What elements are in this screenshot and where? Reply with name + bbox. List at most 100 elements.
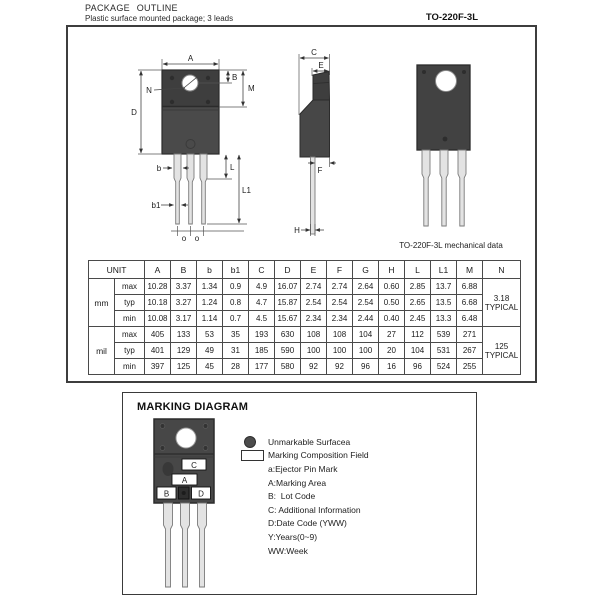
front-body-mold [162, 107, 219, 154]
dim-label-c: C [311, 48, 317, 57]
value-cell: 100 [300, 342, 327, 359]
legend-item-label: a:Ejector Pin Mark [268, 463, 338, 474]
value-cell: 104 [352, 326, 379, 343]
lead [197, 502, 207, 588]
value-cell: 16 [378, 358, 405, 375]
mold-circle [185, 139, 196, 149]
legend-item-label: Marking Composition Field [268, 450, 369, 461]
value-cell: 92 [326, 358, 353, 375]
value-cell: 0.50 [378, 294, 405, 311]
value-cell: 1.14 [196, 310, 223, 327]
pin-dot [205, 99, 211, 105]
value-cell: 0.40 [378, 310, 405, 327]
value-cell: 524 [430, 358, 457, 375]
pin-dot [462, 70, 466, 74]
value-cell: 13.7 [430, 278, 457, 295]
marking-field-b [156, 486, 177, 500]
value-cell: 27 [378, 326, 405, 343]
page-subtitle: Plastic surface mounted package; 3 leads [85, 14, 234, 23]
limit-cell: max [114, 278, 145, 295]
side-view: C E F H [294, 48, 336, 236]
value-cell: 100 [352, 342, 379, 359]
value-cell: 108 [326, 326, 353, 343]
value-cell: 10.18 [144, 294, 171, 311]
lead [199, 153, 208, 225]
limit-cell: max [114, 326, 145, 343]
mounting-hole [435, 70, 457, 92]
value-cell: 177 [248, 358, 275, 375]
value-cell: 580 [274, 358, 301, 375]
legend-item-label: B: Lot Code [268, 491, 316, 502]
value-cell: 539 [430, 326, 457, 343]
unit-header: UNIT [88, 260, 145, 279]
value-cell: 3.27 [170, 294, 197, 311]
value-cell: 3.37 [170, 278, 197, 295]
value-cell: 6.48 [456, 310, 483, 327]
value-cell: 2.45 [404, 310, 431, 327]
legend-item-label: C: Additional Information [268, 504, 361, 515]
limit-cell: min [114, 358, 145, 375]
marking-package-drawing: C A B D [153, 418, 215, 588]
mounting-hole [175, 427, 197, 449]
value-cell: 10.28 [144, 278, 171, 295]
pin-dot [422, 70, 426, 74]
value-cell: 0.60 [378, 278, 405, 295]
legend-item: C: Additional Information [241, 503, 369, 517]
column-header: C [248, 260, 275, 279]
legend-item-label: WW:Week [268, 545, 308, 556]
side-body [299, 99, 330, 158]
value-cell: 35 [222, 326, 249, 343]
column-header: M [456, 260, 483, 279]
value-cell: 2.54 [300, 294, 327, 311]
value-cell: 531 [430, 342, 457, 359]
value-cell: 15.87 [274, 294, 301, 311]
lead [186, 153, 195, 225]
value-cell: 100 [326, 342, 353, 359]
marking-diagram-title: MARKING DIAGRAM [137, 401, 249, 413]
value-cell: 4.9 [248, 278, 275, 295]
value-cell: 0.7 [222, 310, 249, 327]
value-cell: 96 [352, 358, 379, 375]
dim-label-b1: b1 [152, 201, 161, 210]
value-cell: 271 [456, 326, 483, 343]
value-cell: 6.88 [456, 278, 483, 295]
value-cell: 28 [222, 358, 249, 375]
value-cell: 20 [378, 342, 405, 359]
dim-label-l: L [230, 163, 235, 172]
value-cell: 125 [170, 358, 197, 375]
marking-field-b-label: B [164, 490, 169, 499]
marking-diagram-section: MARKING DIAGRAM C A B D Unmarkab [122, 392, 477, 595]
legend-item: Unmarkable Surfacea [241, 435, 369, 449]
unit-cell: mm [88, 278, 115, 327]
value-cell: 0.9 [222, 278, 249, 295]
pin-dot [202, 445, 209, 451]
value-cell: 108 [300, 326, 327, 343]
side-lead [310, 156, 316, 235]
mechanical-data-caption: TO-220F-3L mechanical data [399, 241, 503, 250]
legend-item: Y:Years(0~9) [241, 530, 369, 544]
marking-field-d [191, 486, 211, 500]
legend-item: WW:Week [241, 544, 369, 558]
dim-label-d: D [131, 108, 137, 117]
value-cell: 2.54 [352, 294, 379, 311]
unit-cell: mil [88, 326, 115, 375]
side-tab [312, 70, 331, 101]
value-cell: 4.7 [248, 294, 275, 311]
value-cell: 185 [248, 342, 275, 359]
value-cell: 96 [404, 358, 431, 375]
legend-item: B: Lot Code [241, 489, 369, 503]
ejector-pin-dot [181, 491, 186, 495]
dim-label-l1: L1 [242, 186, 251, 195]
legend-item: A:Marking Area [241, 476, 369, 490]
marking-field-c [181, 458, 207, 471]
value-cell: 2.34 [300, 310, 327, 327]
value-cell: 3.17 [170, 310, 197, 327]
page-title: PACKAGE OUTLINE [85, 3, 178, 13]
